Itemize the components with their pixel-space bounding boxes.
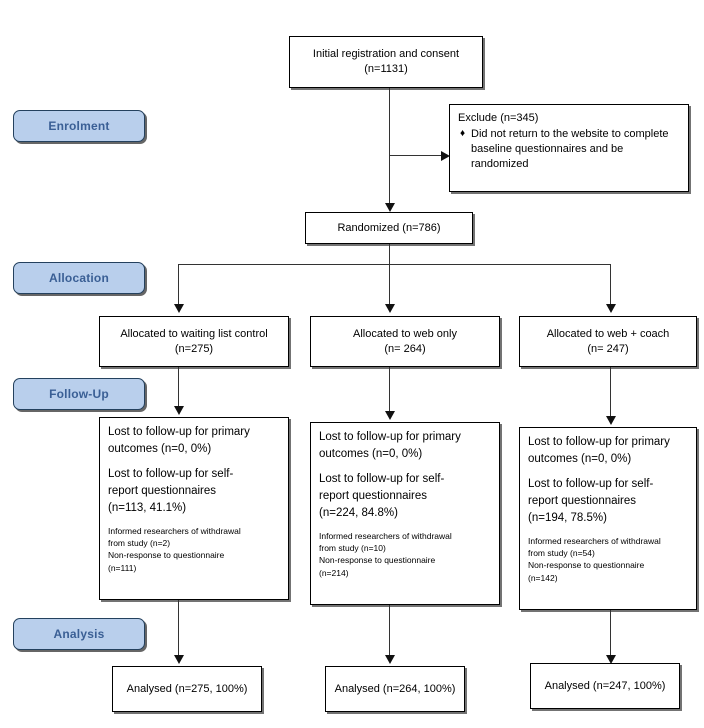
fu2-detail-line3: Non-response to questionnaire [319,555,436,566]
fu3-self-line2: report questionnaires [528,495,637,508]
fu3-detail-line1: Informed researchers of withdrawal [528,536,661,547]
fu1-primary-line1: Lost to follow-up for primary [108,426,250,438]
fu2-self-line2: report questionnaires [319,490,428,503]
exclude-box: Exclude (n=345) ♦ Did not return to the … [449,104,689,192]
connector-initial-to-randomized [389,88,390,205]
stage-label-allocation-text: Allocation [48,271,109,285]
fu1-self-line1: Lost to follow-up for self- [108,468,234,481]
stage-label-analysis: Analysis [13,618,145,650]
allocation-web-coach-line2: (n= 247) [587,342,629,355]
fu3-detail-line3: Non-response to questionnaire [528,560,645,571]
fu3-primary-line2: outcomes (n=0, 0%) [528,452,632,465]
analysis-web-coach-text: Analysed (n=247, 100%) [544,679,666,692]
arrow-fu-to-analysis-right [606,655,616,664]
arrow-allocation-middle [385,304,395,313]
connector-allocation-middle [389,264,390,306]
fu3-self-line3: (n=194, 78.5%) [528,511,607,524]
fu1-detail-line1: Informed researchers of withdrawal [108,526,241,537]
fu1-detail-line3: Non-response to questionnaire [108,550,225,561]
connector-allocation-bar [178,264,611,265]
exclude-reason-text: Did not return to the website to complet… [471,127,669,170]
fu2-self-line1: Lost to follow-up for self- [319,473,445,486]
arrow-alloc-to-fu-right [606,416,616,425]
connector-allocation-left [178,264,179,306]
allocation-web-only-line1: Allocated to web only [353,327,457,340]
randomized-box: Randomized (n=786) [305,212,473,244]
initial-registration-box: Initial registration and consent (n=1131… [289,36,483,88]
fu3-primary-line1: Lost to follow-up for primary [528,436,670,448]
fu2-detail-line2: from study (n=10) [319,543,386,554]
exclude-title: Exclude (n=345) [458,112,539,124]
connector-randomized-stem [389,244,390,264]
arrow-allocation-right [606,304,616,313]
connector-fu-to-analysis-left [178,600,179,657]
allocation-box-web-only: Allocated to web only (n= 264) [310,316,500,367]
fu3-self-line1: Lost to follow-up for self- [528,478,654,491]
connector-exclude-branch [389,155,441,156]
fu2-primary-line2: outcomes (n=0, 0%) [319,447,423,460]
arrow-initial-to-randomized [385,203,395,212]
arrow-fu-to-analysis-middle [385,655,395,664]
stage-label-followup: Follow-Up [13,378,145,410]
exclude-reason-item: ♦ Did not return to the website to compl… [458,127,680,172]
followup-box-waiting-list: Lost to follow-up for primary outcomes (… [99,417,289,600]
fu2-self-line3: (n=224, 84.8%) [319,506,398,519]
stage-label-allocation: Allocation [13,262,145,294]
arrow-fu-to-analysis-left [174,655,184,664]
randomized-text: Randomized (n=786) [337,221,441,234]
allocation-waiting-list-line1: Allocated to waiting list control [120,327,268,340]
fu3-detail-line2: from study (n=54) [528,548,595,559]
allocation-box-web-coach: Allocated to web + coach (n= 247) [519,316,697,367]
allocation-waiting-list-line2: (n=275) [174,342,214,355]
followup-box-web-coach: Lost to follow-up for primary outcomes (… [519,427,697,610]
fu2-detail-line4: (n=214) [319,567,349,578]
stage-label-followup-text: Follow-Up [49,387,109,401]
fu2-detail-line1: Informed researchers of withdrawal [319,531,452,542]
arrow-alloc-to-fu-left [174,406,184,415]
stage-label-enrolment: Enrolment [13,110,145,142]
connector-alloc-to-fu-left [178,367,179,408]
fu1-self-line2: report questionnaires [108,485,217,498]
stage-label-analysis-text: Analysis [53,627,105,641]
analysis-web-only-text: Analysed (n=264, 100%) [334,682,456,695]
stage-label-enrolment-text: Enrolment [48,119,110,133]
allocation-box-waiting-list: Allocated to waiting list control (n=275… [99,316,289,367]
analysis-box-waiting-list: Analysed (n=275, 100%) [112,666,262,712]
fu1-primary-line2: outcomes (n=0, 0%) [108,442,212,455]
analysis-box-web-coach: Analysed (n=247, 100%) [530,663,680,709]
connector-alloc-to-fu-right [610,367,611,418]
fu3-detail-line4: (n=142) [528,572,558,583]
connector-fu-to-analysis-right [610,610,611,657]
arrow-to-exclude [441,151,450,161]
allocation-web-only-line2: (n= 264) [384,342,426,355]
fu1-detail-line4: (n=111) [108,562,137,573]
fu1-self-line3: (n=113, 41.1%) [108,501,187,514]
connector-allocation-right [610,264,611,306]
initial-registration-line1: Initial registration and consent [312,48,460,61]
analysis-waiting-list-text: Analysed (n=275, 100%) [126,682,248,695]
analysis-box-web-only: Analysed (n=264, 100%) [325,666,465,712]
connector-fu-to-analysis-middle [389,605,390,657]
diamond-bullet-icon: ♦ [460,127,466,139]
connector-alloc-to-fu-middle [389,367,390,413]
fu2-primary-line1: Lost to follow-up for primary [319,431,461,443]
fu1-detail-line2: from study (n=2) [108,538,171,549]
arrow-alloc-to-fu-middle [385,411,395,420]
allocation-web-coach-line1: Allocated to web + coach [546,327,670,340]
followup-box-web-only: Lost to follow-up for primary outcomes (… [310,422,500,605]
initial-registration-line2: (n=1131) [364,63,408,75]
arrow-allocation-left [174,304,184,313]
